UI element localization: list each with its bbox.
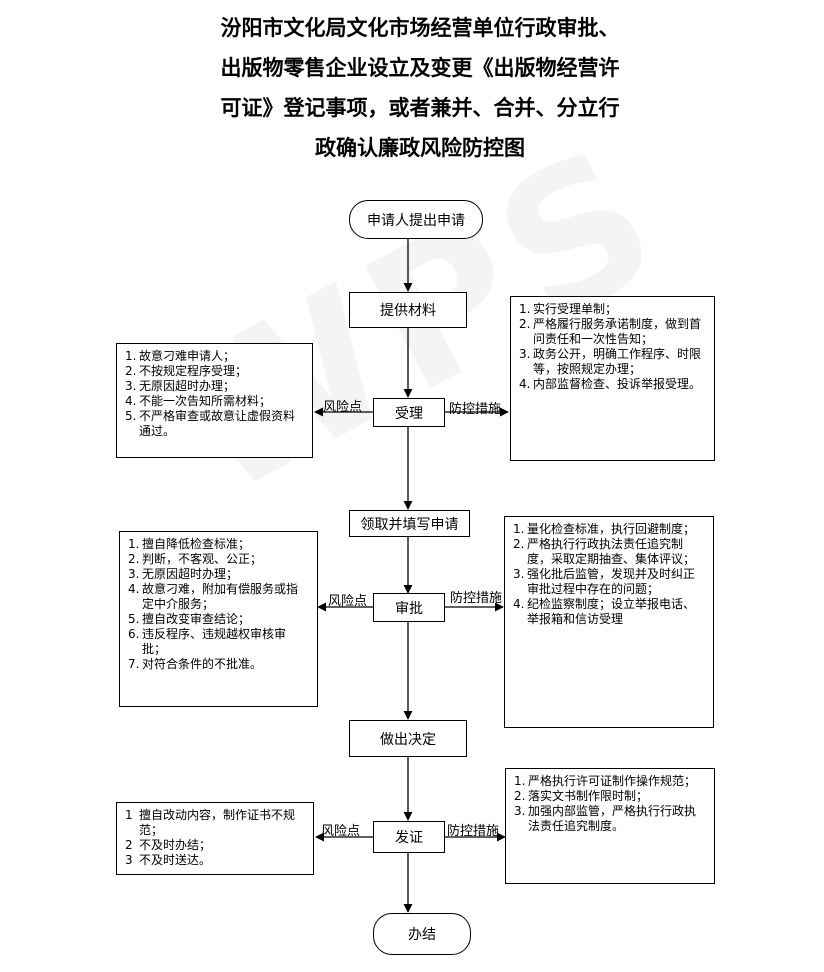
list-item: 2.严格履行服务承诺制度，做到首问责任和一次性告知； [519,317,702,346]
list-item: 1.实行受理单制； [519,302,618,316]
title-line-4: 政确认廉政风险防控图 [315,135,525,160]
list-item: 4.故意刁难，附加有偿服务或指定中介服务； [128,582,299,611]
list-item: 3.政务公开，明确工作程序、时限等，按照规定办理； [519,347,702,376]
list-item: 1.量化检查标准，执行回避制度； [513,522,696,536]
node-decide: 做出决定 [349,720,467,757]
list-item: 1.擅自降低检查标准； [128,537,251,551]
list-item: 4.内部监督检查、投诉举报受理。 [519,377,702,391]
list-item: 3.无原因超时办理； [128,567,239,581]
list-item: 2.不按规定程序受理； [125,364,248,378]
title-line-3: 可证》登记事项，或者兼并、合并、分立行 [220,95,620,120]
list-item: 1.严格执行许可证制作操作规范； [514,774,697,788]
list-item: 5.擅自改变审查结论； [128,612,251,626]
control-panel-accept: 1.实行受理单制； 2.严格履行服务承诺制度，做到首问责任和一次性告知； 3.政… [510,296,715,461]
title-line-1: 汾阳市文化局文化市场经营单位行政审批、 [220,15,620,40]
node-start: 申请人提出申请 [349,200,483,239]
list-item: 1.故意刁难申请人； [125,349,236,363]
node-accept: 受理 [373,398,445,427]
list-item: 6.违反程序、违规越权审核审批； [128,627,287,656]
node-review: 审批 [373,593,445,622]
control-panel-review: 1.量化检查标准，执行回避制度； 2.严格执行行政执法责任追究制度，采取定期抽查… [504,516,714,728]
control-panel-issue: 1.严格执行许可证制作操作规范； 2.落实文书制作限时制； 3.加强内部监管，严… [505,768,715,884]
risk-label-review: 风险点 [328,594,368,609]
risk-panel-review: 1.擅自降低检查标准； 2.判断，不客观、公正； 3.无原因超时办理； 4.故意… [119,531,318,707]
list-item: 3.加强内部监管，严格执行行政执法责任追究制度。 [514,804,697,833]
control-label-review: 防控措施 [450,591,503,606]
node-issue: 发证 [373,821,445,853]
list-item: 2.严格执行行政执法责任追究制度，采取定期抽查、集体评议； [513,537,696,566]
page-title: 汾阳市文化局文化市场经营单位行政审批、 出版物零售企业设立及变更《出版物经营许 … [160,8,680,168]
list-item: 2.判断，不客观、公正； [128,552,263,566]
risk-label-accept: 风险点 [323,400,363,415]
node-fill: 领取并填写申请 [349,510,470,537]
control-label-issue: 防控措施 [447,824,500,839]
risk-panel-accept: 1.故意刁难申请人； 2.不按规定程序受理； 3.无原因超时办理； 4.不能一次… [116,343,313,458]
list-item: 2.落实文书制作限时制； [514,789,649,803]
title-line-2: 出版物零售企业设立及变更《出版物经营许 [220,55,620,80]
list-item: 4.纪检监察制度；设立举报电话、举报箱和信访受理 [513,597,696,626]
list-item: 3.强化批后监管，发现并及时纠正审批过程中存在的问题； [513,567,696,596]
list-item: 3.无原因超时办理； [125,379,236,393]
list-item: 4.不能一次告知所需材料； [125,394,272,408]
node-materials: 提供材料 [349,292,467,328]
node-end: 办结 [373,913,471,955]
risk-label-issue: 风险点 [321,824,361,839]
control-label-accept: 防控措施 [449,402,502,417]
list-item: 5.不严格审查或故意让虚假资料通过。 [125,409,296,438]
list-item: 7.对符合条件的不批准。 [128,657,263,671]
